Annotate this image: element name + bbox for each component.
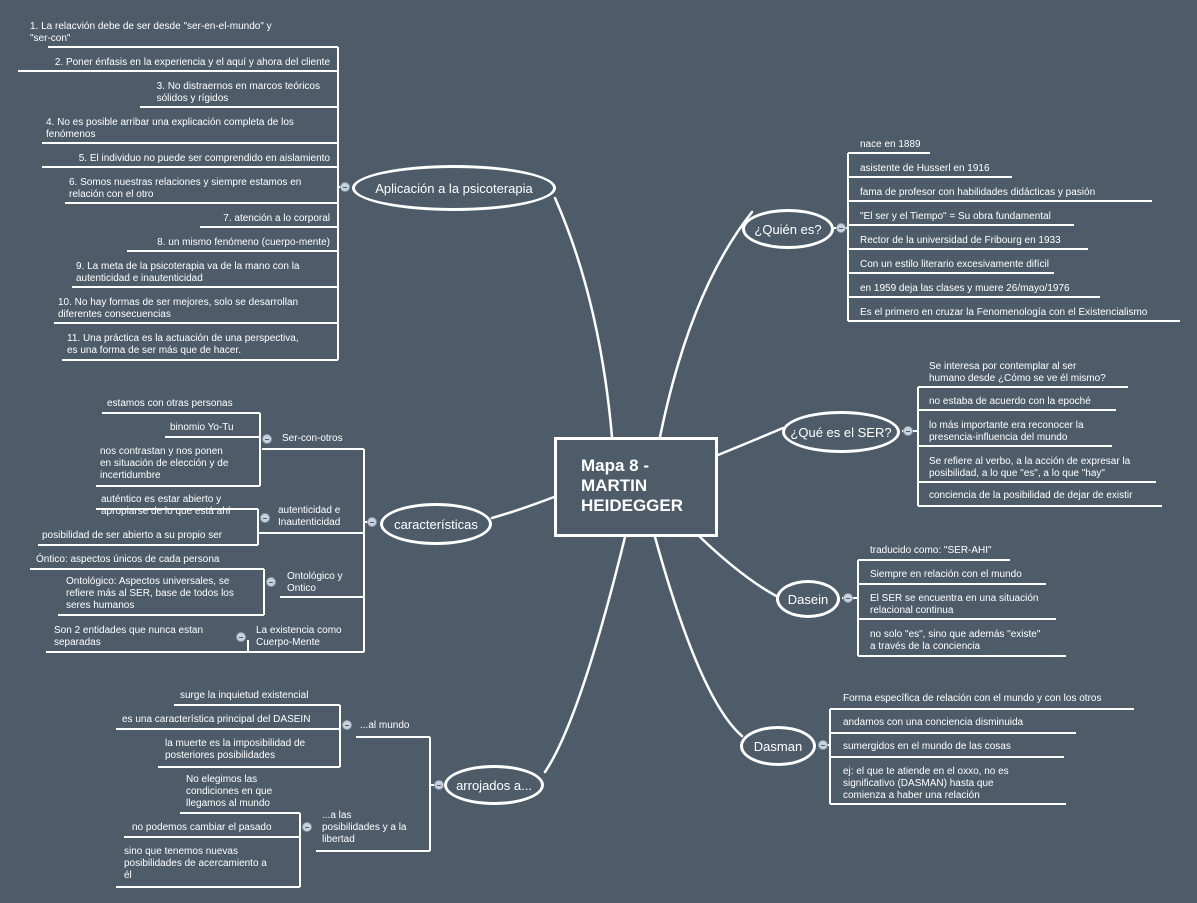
list-item: posibilidad de ser abierto a su propio s…: [42, 530, 223, 541]
group-label: Ser-con-otros: [282, 433, 343, 444]
list-item: andamos con una conciencia disminuida: [843, 717, 1024, 728]
list-item: No elegimos las condiciones en que llega…: [186, 774, 273, 809]
list-item: 2. Poner énfasis en la experiencia y el …: [54, 57, 330, 68]
list-item: binomio Yo-Tu: [170, 422, 234, 433]
collapse-minus-icon[interactable]: [367, 517, 377, 527]
list-item: "El ser y el Tiempo" = Su obra fundament…: [860, 211, 1051, 222]
branch-dasman: [653, 535, 744, 738]
branch-arrojados: [543, 535, 627, 774]
collapse-minus-icon[interactable]: [262, 434, 272, 444]
list-item: asistente de Husserl en 1916: [860, 163, 990, 174]
list-item: la muerte es la imposibilidad de posteri…: [165, 738, 306, 761]
list-item: 3. No distraernos en marcos teóricos sól…: [156, 81, 320, 104]
list-item: 1. La relacvión debe de ser desde "ser-e…: [30, 21, 272, 44]
group-label: La existencia como Cuerpo-Mente: [256, 625, 342, 648]
list-item: no solo "es", sino que además "existe" a…: [870, 629, 1041, 652]
list-item: Forma específica de relación con el mund…: [843, 693, 1102, 704]
list-item: Se refiere al verbo, a la acción de expr…: [929, 456, 1131, 479]
group-label: ...a las posibilidades y a la libertad: [322, 810, 407, 845]
list-item: 9. La meta de la psicoterapia va de la m…: [76, 261, 300, 284]
node-dasein[interactable]: Dasein: [776, 580, 840, 618]
list-item: Siempre en relación con el mundo: [870, 569, 1022, 580]
list-item: en 1959 deja las clases y muere 26/mayo/…: [860, 283, 1070, 294]
list-item: 4. No es posible arribar una explicación…: [46, 117, 294, 140]
branch-ser: [716, 426, 785, 457]
list-item: ej: el que te atiende en el oxxo, no es …: [843, 766, 1009, 801]
list-item: sumergidos en el mundo de las cosas: [843, 741, 1011, 752]
collapse-minus-icon[interactable]: [236, 632, 246, 642]
list-item: Rector de la universidad de Fribourg en …: [860, 235, 1061, 246]
list-item: El SER se encuentra en una situación rel…: [870, 593, 1039, 616]
central-topic[interactable]: Mapa 8 - MARTIN HEIDEGGER: [554, 437, 718, 537]
collapse-minus-icon[interactable]: [818, 740, 828, 750]
list-item: sino que tenemos nuevas posibilidades de…: [124, 846, 267, 881]
list-item: Óntico: aspectos únicos de cada persona: [36, 554, 220, 565]
node-aplicacion[interactable]: Aplicación a la psicoterapia: [352, 165, 556, 211]
list-item: Se interesa por contemplar al ser humano…: [929, 361, 1106, 384]
list-item: no podemos cambiar el pasado: [132, 822, 272, 833]
list-item: auténtico es estar abierto y apropiarse …: [101, 494, 231, 517]
list-item: 5. El individuo no puede ser comprendido…: [78, 153, 330, 164]
collapse-minus-icon[interactable]: [836, 223, 846, 233]
node-ser[interactable]: ¿Qué es el SER?: [782, 411, 900, 453]
list-item: fama de profesor con habilidades didácti…: [860, 187, 1096, 198]
branch-aplicacion: [553, 196, 614, 439]
list-item: 11. Una práctica es la actuación de una …: [67, 333, 299, 356]
node-quien[interactable]: ¿Quién es?: [742, 209, 834, 249]
list-item: nace en 1889: [860, 139, 921, 150]
list-item: Ontológico: Aspectos universales, se ref…: [66, 576, 234, 611]
list-item: 7. atención a lo corporal: [223, 213, 330, 224]
collapse-minus-icon[interactable]: [434, 780, 444, 790]
branch-dasein: [698, 535, 782, 600]
list-item: es una característica principal del DASE…: [122, 714, 311, 725]
collapse-minus-icon[interactable]: [302, 822, 312, 832]
list-item: lo más importante era reconocer la prese…: [929, 420, 1084, 443]
list-item: 8. un mismo fenómeno (cuerpo-mente): [157, 237, 330, 248]
group-label: Ontológico y Ontico: [287, 571, 343, 594]
list-item: conciencia de la posibilidad de dejar de…: [929, 490, 1133, 501]
list-item: no estaba de acuerdo con la epoché: [929, 396, 1091, 407]
branch-quien: [658, 210, 754, 439]
node-caracteristicas[interactable]: características: [380, 503, 492, 545]
group-label: ...al mundo: [360, 720, 410, 731]
collapse-minus-icon[interactable]: [260, 513, 270, 523]
collapse-minus-icon[interactable]: [266, 577, 276, 587]
list-item: estamos con otras personas: [107, 398, 233, 409]
group-label: autenticidad e Inautenticidad: [278, 505, 341, 528]
branch-caracteristicas: [490, 495, 556, 520]
collapse-minus-icon[interactable]: [903, 426, 913, 436]
list-item: surge la inquietud existencial: [180, 690, 309, 701]
list-item: Es el primero en cruzar la Fenomenología…: [860, 307, 1148, 318]
collapse-minus-icon[interactable]: [340, 182, 350, 192]
list-item: Son 2 entidades que nunca estan separada…: [54, 625, 204, 648]
list-item: 6. Somos nuestras relaciones y siempre e…: [69, 177, 302, 200]
central-title: Mapa 8 - MARTIN HEIDEGGER: [581, 456, 684, 515]
list-item: traducido como: "SER-AHI": [870, 545, 992, 556]
node-arrojados[interactable]: arrojados a...: [444, 765, 544, 805]
list-item: nos contrastan y nos ponen en situación …: [100, 446, 229, 481]
collapse-minus-icon[interactable]: [342, 720, 352, 730]
list-item: Con un estilo literario excesivamente di…: [860, 259, 1049, 270]
collapse-minus-icon[interactable]: [843, 593, 853, 603]
list-item: 10. No hay formas de ser mejores, solo s…: [58, 297, 299, 320]
node-dasman[interactable]: Dasman: [740, 726, 816, 766]
